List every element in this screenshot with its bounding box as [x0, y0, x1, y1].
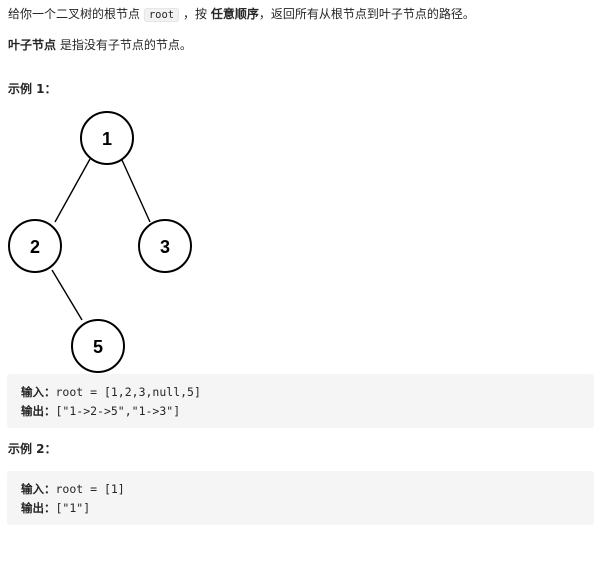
tree-node-label: 1 — [102, 129, 112, 149]
leaf-definition: 叶子节点 是指没有子节点的节点。 — [8, 36, 192, 54]
example-1-code-block: 输入：root = [1,2,3,null,5] 输出：["1->2->5","… — [7, 374, 594, 428]
problem-description: 给你一个二叉树的根节点 root ，按 任意顺序，返回所有从根节点到叶子节点的路… — [8, 5, 475, 24]
tree-node — [138, 219, 192, 273]
input-label: 输入： — [21, 482, 56, 496]
example-1-tree-diagram: 1 2 3 5 — [8, 111, 192, 373]
output-value: ["1"] — [55, 501, 91, 515]
tree-edge — [54, 158, 91, 223]
bold-text: 任意顺序 — [210, 7, 259, 21]
tree-edge — [51, 269, 83, 321]
tree-node — [80, 111, 134, 165]
description-text: ，按 — [182, 7, 207, 21]
output-label: 输出： — [21, 501, 56, 515]
description-text: 给你一个二叉树的根节点 — [8, 7, 141, 21]
input-label: 输入： — [21, 385, 56, 399]
tree-node — [8, 219, 62, 273]
example-2-code-block: 输入：root = [1] 输出：["1"] — [7, 471, 594, 525]
tree-edge — [121, 159, 151, 223]
bold-text: 叶子节点 — [8, 38, 57, 52]
inline-code-root: root — [143, 8, 180, 22]
input-line: 输入：root = [1] — [21, 480, 580, 499]
output-line: 输出：["1->2->5","1->3"] — [21, 402, 580, 421]
tree-node — [71, 319, 125, 373]
example-1-title: 示例 1： — [8, 82, 57, 96]
description-text: ，返回所有从根节点到叶子节点的路径。 — [258, 7, 475, 21]
tree-node-label: 3 — [160, 237, 170, 257]
input-value: root = [1,2,3,null,5] — [55, 385, 201, 399]
description-text: 是指没有子节点的节点。 — [59, 38, 192, 52]
input-line: 输入：root = [1,2,3,null,5] — [21, 383, 580, 402]
output-line: 输出：["1"] — [21, 499, 580, 518]
output-value: ["1->2->5","1->3"] — [55, 404, 181, 418]
output-label: 输出： — [21, 404, 56, 418]
input-value: root = [1] — [55, 482, 125, 496]
example-2-title: 示例 2： — [8, 442, 57, 456]
tree-node-label: 5 — [93, 337, 103, 357]
tree-node-label: 2 — [30, 237, 40, 257]
